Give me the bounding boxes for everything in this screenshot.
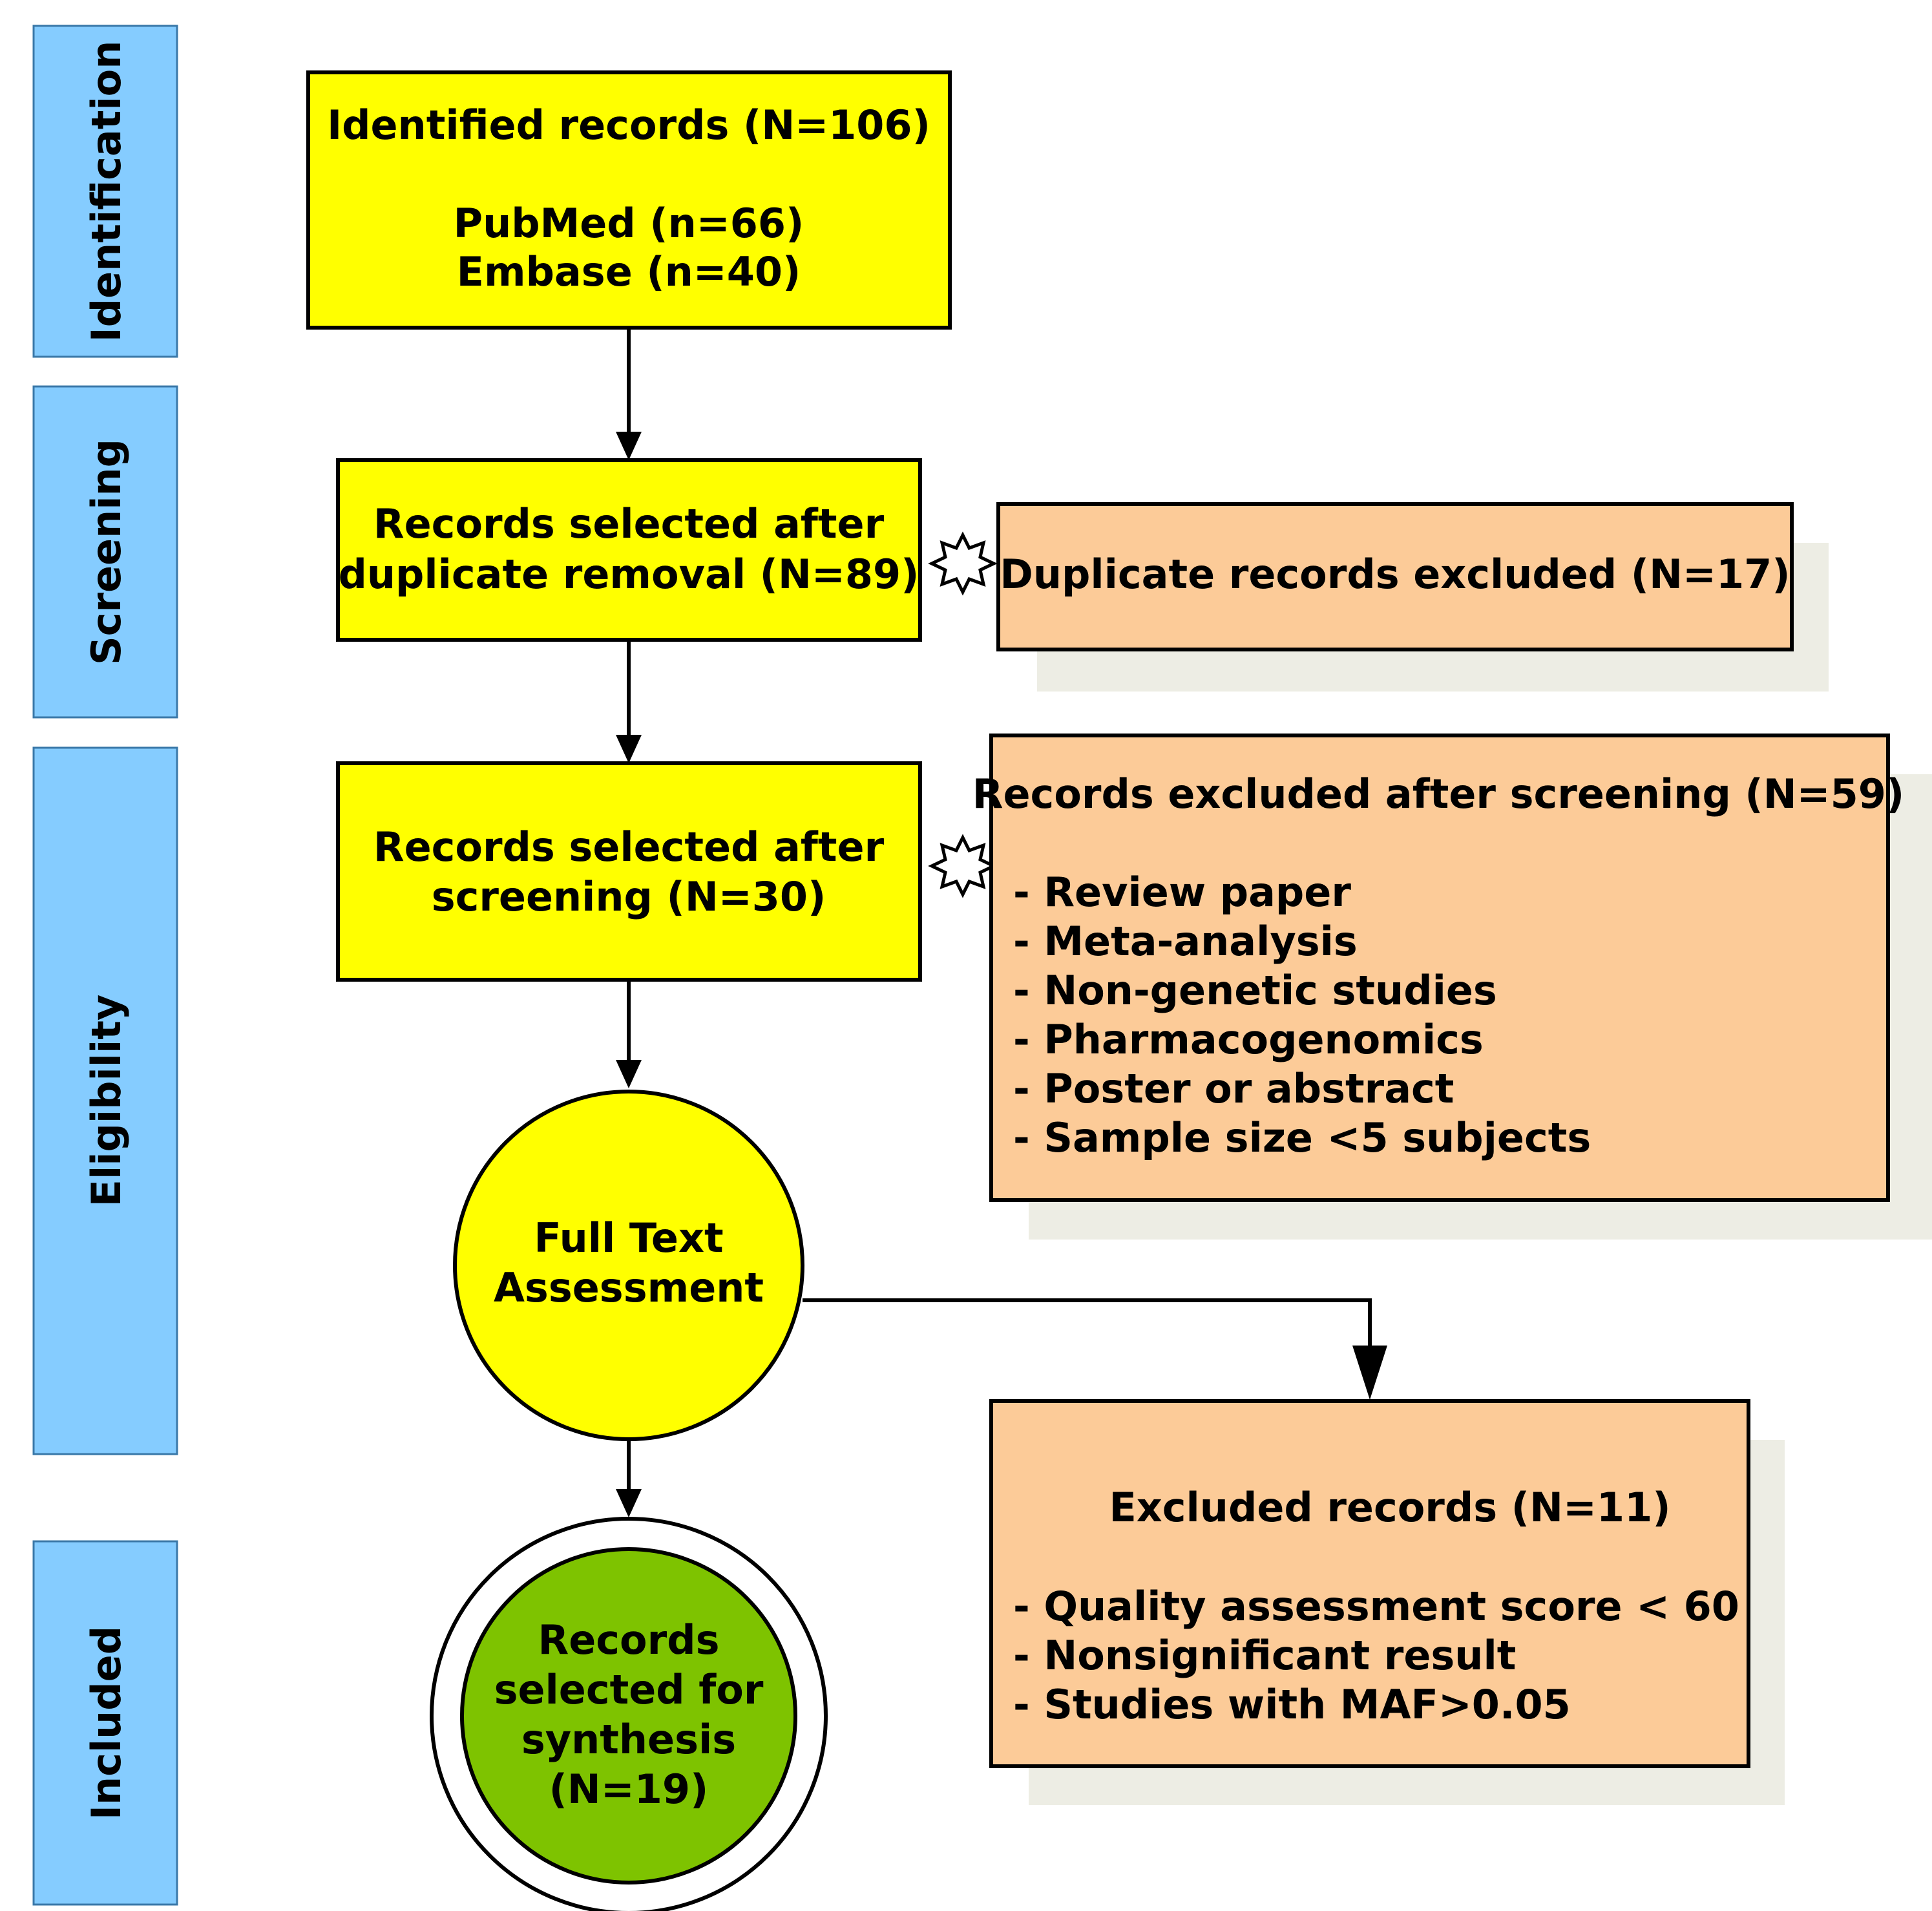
screening-excluded-item: - Non-genetic studies (1013, 967, 1497, 1014)
excluded-records-item: - Studies with MAF>0.05 (1013, 1681, 1571, 1728)
star-icon (928, 531, 998, 596)
screening-excluded-item: - Pharmacogenomics (1013, 1016, 1484, 1063)
dedup-line-2: duplicate removal (N=89) (339, 551, 919, 598)
screened-line-2: screening (N=30) (432, 873, 826, 920)
screened-box: Records selected after screening (N=30) (336, 761, 922, 982)
arrowheads (616, 432, 1387, 1517)
stage-identification: Identification (32, 25, 178, 358)
screening-excluded-item: - Review paper (1013, 869, 1351, 916)
identified-embase: Embase (n=40) (457, 248, 801, 295)
arrowhead-1 (616, 432, 642, 460)
screening-excluded-item: - Poster or abstract (1013, 1065, 1454, 1112)
final-line-4: (N=19) (549, 1766, 709, 1813)
identified-records-title: Identified records (N=106) (327, 101, 930, 149)
excluded-records-box: Excluded records (N=11) - Quality assess… (989, 1399, 1750, 1768)
duplicates-excluded-box: Duplicate records excluded (N=17) (996, 502, 1794, 651)
fulltext-line-2: Assessment (494, 1264, 764, 1311)
records-selected-circle: Records selected for synthesis (N=19) (430, 1517, 828, 1911)
stage-identification-label: Identification (83, 41, 130, 343)
arrow-fulltext-to-excluded (803, 1298, 1372, 1346)
identified-records-box: Identified records (N=106) PubMed (n=66)… (306, 70, 952, 330)
arrowhead-2 (616, 735, 642, 763)
duplicates-excluded-label: Duplicate records excluded (N=17) (1000, 551, 1790, 598)
arrowhead-3 (616, 1060, 642, 1088)
screening-excluded-item: - Sample size <5 subjects (1013, 1114, 1591, 1161)
star-icon (928, 834, 998, 898)
screened-line-1: Records selected after (373, 823, 885, 871)
final-line-3: synthesis (521, 1716, 736, 1763)
arrowhead-5 (1352, 1346, 1387, 1400)
screening-excluded-title: Records excluded after screening (N=59) (972, 770, 1904, 818)
excluded-records-item: - Quality assessment score < 60 (1013, 1583, 1739, 1630)
arrowhead-4 (616, 1489, 642, 1517)
final-line-1: Records (538, 1616, 720, 1663)
stage-eligibility-label: Eligibility (83, 995, 130, 1207)
excluded-records-item: - Nonsignificant result (1013, 1632, 1516, 1679)
excluded-records-title: Excluded records (N=11) (1109, 1484, 1670, 1531)
fulltext-line-1: Full Text (534, 1214, 723, 1262)
identified-pubmed: PubMed (n=66) (454, 200, 804, 247)
connectors (627, 328, 1372, 1489)
stage-included-label: Included (83, 1626, 130, 1820)
stage-screening-label: Screening (83, 439, 130, 665)
stage-included: Included (32, 1540, 178, 1906)
stage-screening: Screening (32, 385, 178, 719)
dedup-box: Records selected after duplicate removal… (336, 458, 922, 642)
stage-eligibility: Eligibility (32, 746, 178, 1455)
dedup-line-1: Records selected after (373, 500, 885, 547)
screening-excluded-item: - Meta-analysis (1013, 918, 1358, 965)
final-line-2: selected for (494, 1666, 764, 1713)
fulltext-assessment-circle: Full Text Assessment (453, 1090, 804, 1441)
screening-excluded-box: Records excluded after screening (N=59) … (972, 734, 1904, 1202)
